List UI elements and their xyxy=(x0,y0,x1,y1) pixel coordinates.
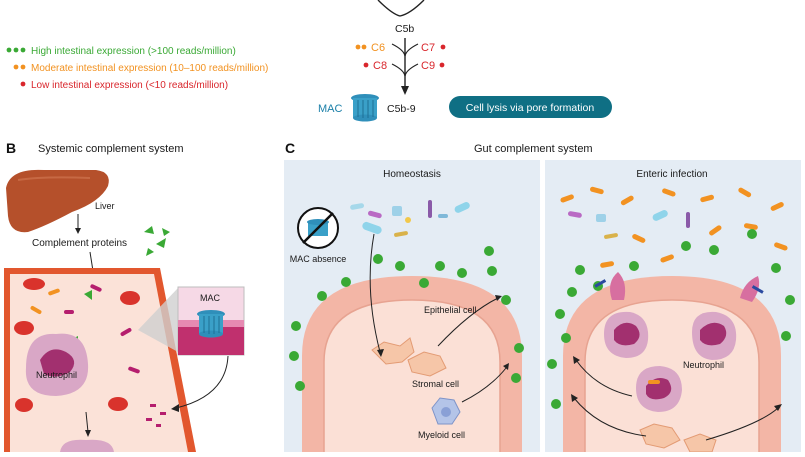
c8-label: C8 xyxy=(373,60,387,72)
infection-title: Enteric infection xyxy=(636,169,707,180)
legend-dot xyxy=(20,47,26,53)
legend-low: Low intestinal expression (<10 reads/mil… xyxy=(31,80,228,91)
homeostasis-title: Homeostasis xyxy=(383,169,441,180)
c7-label: C7 xyxy=(421,42,435,54)
panel-b-title: Systemic complement system xyxy=(38,143,183,155)
c6-join xyxy=(391,43,406,57)
panel-b: B Systemic complement system Liver Compl… xyxy=(4,140,245,452)
bacteria xyxy=(30,284,140,374)
pathway-curve-arrow xyxy=(377,0,425,17)
mac-label: MAC xyxy=(318,103,343,115)
villus-core xyxy=(324,300,500,452)
lysis-label: Cell lysis via pore formation xyxy=(466,102,595,114)
mac-inset-label: MAC xyxy=(200,293,221,303)
microbiota xyxy=(350,200,470,237)
pathway-panel: C5b C6 C7 C8 C9 MAC C5b-9 Cell lysis via xyxy=(318,0,612,122)
c9-dot xyxy=(439,62,445,68)
myeloid-cell xyxy=(431,397,461,425)
c9-join xyxy=(404,63,419,77)
legend-dot xyxy=(6,47,12,53)
c3-molecules-homeostasis xyxy=(289,246,524,391)
mac-inset xyxy=(177,286,245,356)
red-blood-cells xyxy=(14,278,140,412)
homeostasis-subpanel: Homeostasis MAC absence xyxy=(284,160,540,452)
expression-legend: High intestinal expression (>100 reads/m… xyxy=(6,46,268,91)
mac-pore-icon xyxy=(351,94,379,122)
neutrophil-b xyxy=(25,333,89,396)
c8-join xyxy=(391,63,406,77)
panel-b-letter: B xyxy=(6,140,16,156)
c6-dot xyxy=(355,44,361,50)
liver-label: Liver xyxy=(95,201,115,211)
pathway-arrowhead xyxy=(401,86,409,95)
lysed-bacteria xyxy=(146,404,166,427)
complement-proteins-label: Complement proteins xyxy=(32,238,127,249)
c5b-label: C5b xyxy=(395,23,414,35)
neutrophil-b-label: Neutrophil xyxy=(36,370,77,380)
panel-c-title: Gut complement system xyxy=(474,143,593,155)
c5b9-label: C5b-9 xyxy=(387,103,416,115)
neutrophil-c-label: Neutrophil xyxy=(683,360,724,370)
pathogens xyxy=(560,186,788,268)
stromal-cells-infected xyxy=(639,423,717,453)
infection-subpanel: Enteric infection xyxy=(545,160,801,453)
myeloid-cell-label: Myeloid cell xyxy=(418,430,465,440)
c3-molecules-infection xyxy=(547,229,795,409)
c9-label: C9 xyxy=(421,60,435,72)
legend-moderate: Moderate intestinal expression (10–100 r… xyxy=(31,63,268,74)
c7-dot xyxy=(440,44,446,50)
legend-high: High intestinal expression (>100 reads/m… xyxy=(31,46,236,57)
stromal-cell-label: Stromal cell xyxy=(412,379,459,389)
complement-protein-glyphs xyxy=(144,226,170,256)
panel-c: C Gut complement system Homeostasis MAC … xyxy=(284,140,801,453)
legend-dot xyxy=(13,64,19,70)
c6-dot xyxy=(361,44,367,50)
liver-icon xyxy=(6,169,109,233)
legend-dot xyxy=(20,64,26,70)
c7-join xyxy=(404,43,419,57)
legend-dot xyxy=(13,47,19,53)
c6-label: C6 xyxy=(371,42,385,54)
neutrophils-c xyxy=(604,311,737,412)
mac-absence-label: MAC absence xyxy=(290,254,347,264)
c8-dot xyxy=(363,62,369,68)
lysis-badge: Cell lysis via pore formation xyxy=(449,96,612,118)
epithelial-cell-label: Epithelial cell xyxy=(424,305,477,315)
stromal-cells xyxy=(371,337,447,377)
epithelial-protrusions xyxy=(594,272,764,302)
vessel-lumen xyxy=(10,274,188,452)
mac-absence-icon xyxy=(297,207,339,249)
legend-dot xyxy=(20,81,26,87)
panel-c-letter: C xyxy=(285,140,295,156)
